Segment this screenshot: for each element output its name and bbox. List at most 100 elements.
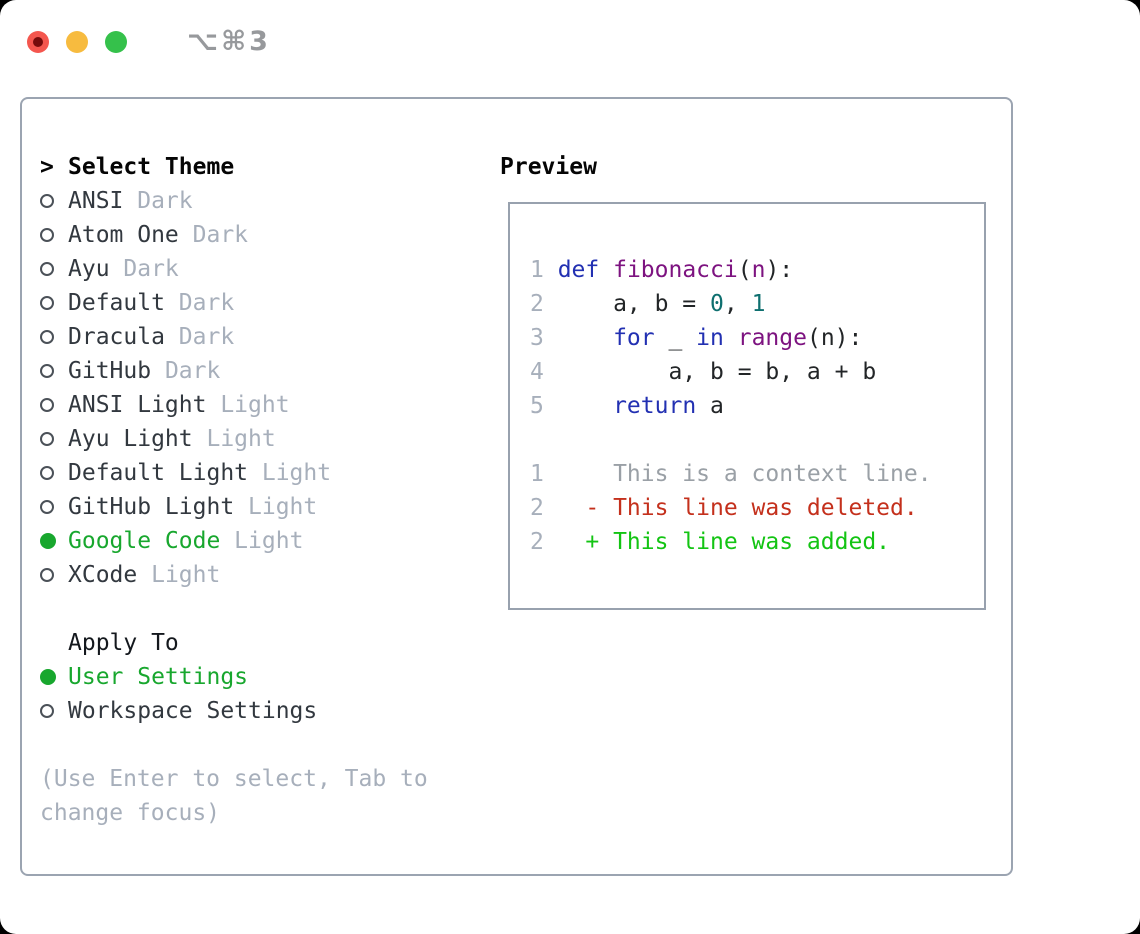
apply-to-title: Apply To [68, 630, 179, 656]
close-button[interactable] [27, 30, 49, 53]
radio-icon [40, 228, 54, 242]
theme-option-google-code[interactable]: Google Code Light [40, 524, 428, 558]
radio-icon [40, 704, 54, 718]
code-token: return [613, 393, 697, 419]
theme-option-ansi-light[interactable]: ANSI Light Light [40, 388, 428, 422]
zoom-button[interactable] [105, 30, 127, 53]
theme-option-github[interactable]: GitHub Dark [40, 354, 428, 388]
code-token: ): [765, 257, 794, 283]
prompt-cursor-icon: > [40, 154, 54, 180]
theme-name: Atom One [68, 222, 179, 248]
radio-cell [40, 262, 68, 276]
radio-cell [40, 228, 68, 242]
line-number: 1 [530, 461, 544, 487]
preview-title: Preview [500, 154, 597, 180]
code-token: _ [654, 325, 697, 351]
radio-icon [40, 330, 54, 344]
code-token: 1 [751, 291, 766, 317]
theme-name: Default Light [68, 460, 249, 486]
line-number: 3 [530, 325, 544, 351]
theme-variant-label: Light [248, 460, 332, 486]
theme-variant-label: Light [234, 494, 318, 520]
theme-name: Ayu Light [68, 426, 193, 452]
radio-cell [40, 669, 68, 685]
code-line: 4 a, b = b, a + b [530, 355, 984, 389]
radio-cell [40, 194, 68, 208]
theme-variant-label: Light [206, 392, 290, 418]
code-token: a, b = b, a + b [557, 359, 877, 385]
radio-cell [40, 432, 68, 446]
apply-option-user-settings[interactable]: User Settings [40, 660, 428, 694]
radio-cell [40, 398, 68, 412]
radio-selected-icon [40, 669, 56, 685]
code-token: fibonacci [613, 257, 738, 283]
code-token: , [723, 291, 752, 317]
theme-option-dracula[interactable]: Dracula Dark [40, 320, 428, 354]
theme-variant-label: Dark [164, 324, 235, 350]
theme-option-ayu[interactable]: Ayu Dark [40, 252, 428, 286]
code-token [558, 393, 613, 419]
radio-icon [40, 364, 54, 378]
line-number: 2 [530, 291, 544, 317]
theme-variant-label: Dark [151, 358, 221, 384]
minimize-button[interactable] [66, 30, 88, 53]
theme-option-ansi[interactable]: ANSI Dark [40, 184, 428, 218]
theme-option-default[interactable]: Default Dark [40, 286, 428, 320]
radio-selected-icon [40, 533, 56, 549]
code-token [724, 325, 738, 351]
code-token: a, b = [557, 291, 711, 317]
theme-variant-label: Dark [109, 256, 179, 282]
select-theme-header: > Select Theme [40, 150, 428, 184]
radio-cell [40, 500, 68, 514]
code-token: (n): [806, 325, 863, 351]
radio-icon [40, 398, 54, 412]
apply-option-label: User Settings [68, 664, 249, 690]
code-token [599, 257, 613, 283]
code-token: n [751, 257, 766, 283]
line-number: 1 [530, 257, 544, 283]
radio-cell [40, 466, 68, 480]
apply-option-label: Workspace Settings [68, 698, 318, 724]
theme-name: Default [68, 290, 165, 316]
theme-option-xcode[interactable]: XCode Light [40, 558, 428, 592]
theme-variant-label: Light [192, 426, 276, 452]
theme-name: GitHub [68, 358, 152, 384]
radio-cell [40, 296, 68, 310]
theme-option-atom-one[interactable]: Atom One Dark [40, 218, 428, 252]
code-line [530, 423, 984, 457]
spacer [40, 728, 428, 762]
code-token: range [737, 325, 807, 351]
theme-option-default-light[interactable]: Default Light Light [40, 456, 428, 490]
theme-variant-label: Dark [123, 188, 193, 214]
apply-to-header: Apply To [40, 626, 428, 660]
theme-name: Dracula [68, 324, 165, 350]
theme-option-github-light[interactable]: GitHub Light Light [40, 490, 428, 524]
code-token [558, 325, 613, 351]
theme-variant-label: Dark [178, 222, 249, 248]
radio-cell [40, 364, 68, 378]
radio-icon [40, 262, 54, 276]
theme-variant-label: Dark [164, 290, 235, 316]
theme-name: Ayu [68, 256, 110, 282]
code-token: a [696, 393, 724, 419]
radio-icon [40, 568, 54, 582]
select-theme-title: Select Theme [68, 154, 235, 180]
radio-cell [40, 330, 68, 344]
line-number: 5 [530, 393, 544, 419]
theme-variant-label: Light [137, 562, 221, 588]
line-number: 2 [530, 495, 544, 521]
code-line: 1 This is a context line. [530, 457, 984, 491]
code-line: 2 a, b = 0, 1 [530, 287, 984, 321]
radio-icon [40, 194, 54, 208]
code-token: for [613, 325, 655, 351]
apply-option-workspace-settings[interactable]: Workspace Settings [40, 694, 428, 728]
code-line: 2 - This line was deleted. [530, 491, 984, 525]
theme-option-ayu-light[interactable]: Ayu Light Light [40, 422, 428, 456]
line-number: 4 [530, 359, 544, 385]
